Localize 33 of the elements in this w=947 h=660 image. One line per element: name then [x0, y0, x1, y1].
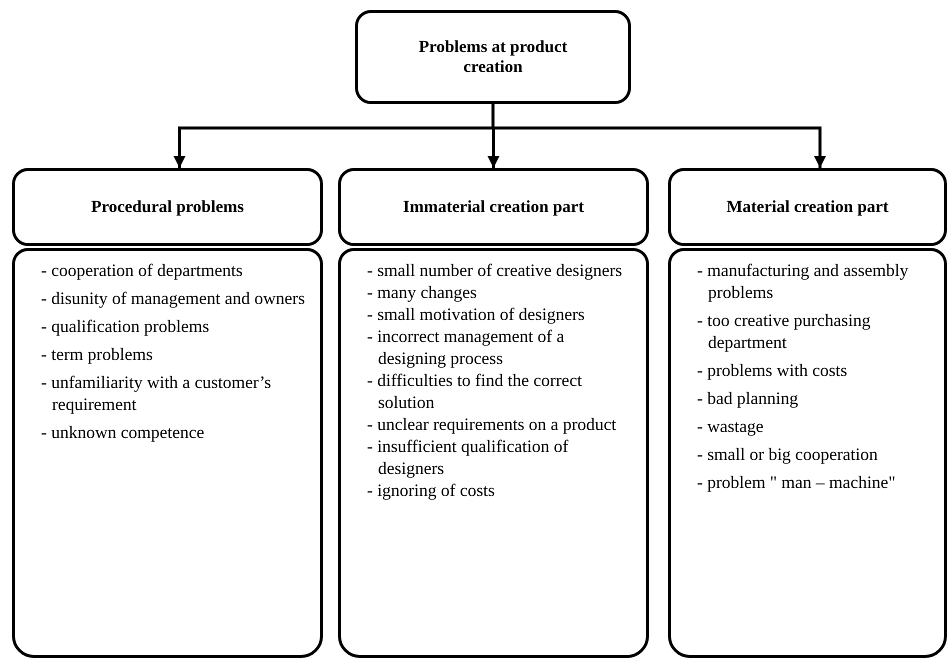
list-item: - small motivation of designers — [367, 303, 586, 325]
list-item: - manufacturing and assembly problems — [697, 259, 910, 303]
list-item: - difficulties to find the correct solution — [367, 369, 583, 413]
list-item: - ignoring of costs — [367, 479, 496, 501]
arrow — [492, 104, 826, 168]
list-item: - insufficient qualification of designers — [367, 435, 570, 479]
list-item: - incorrect management of a designing process — [367, 325, 566, 369]
list-item: - problems with costs — [697, 359, 848, 381]
title-box — [355, 10, 631, 104]
list-item: - cooperation of departments — [41, 259, 244, 281]
box-label: Problems at product creation — [418, 37, 568, 77]
list-item: - unknown competence — [41, 421, 206, 443]
list-item: - disunity of management and owners — [41, 287, 306, 309]
category-box — [668, 168, 947, 246]
list-item: - small number of creative designers — [367, 259, 624, 281]
list-item: - bad planning — [697, 387, 800, 409]
list-item: - unfamiliarity with a customer’s requirement — [41, 371, 272, 415]
list-item: - qualification problems — [41, 315, 210, 337]
list-item: - wastage — [697, 415, 765, 437]
list-item: - too creative purchasing department — [697, 309, 872, 353]
problem-list-box — [12, 248, 323, 658]
box-label: Material creation part — [726, 197, 889, 217]
problem-list-box — [668, 248, 947, 658]
category-box — [338, 168, 649, 246]
list-item: - small or big cooperation — [697, 443, 879, 465]
box-label: Immaterial creation part — [403, 197, 584, 217]
list-item: - unclear requirements on a product — [367, 413, 618, 435]
list-item: - term problems — [41, 343, 154, 365]
box-label: Procedural problems — [91, 197, 244, 217]
problem-list-box — [338, 248, 649, 658]
list-item: - many changes — [367, 281, 478, 303]
category-box — [12, 168, 323, 246]
list-item: - problem " man – machine" — [697, 471, 896, 493]
